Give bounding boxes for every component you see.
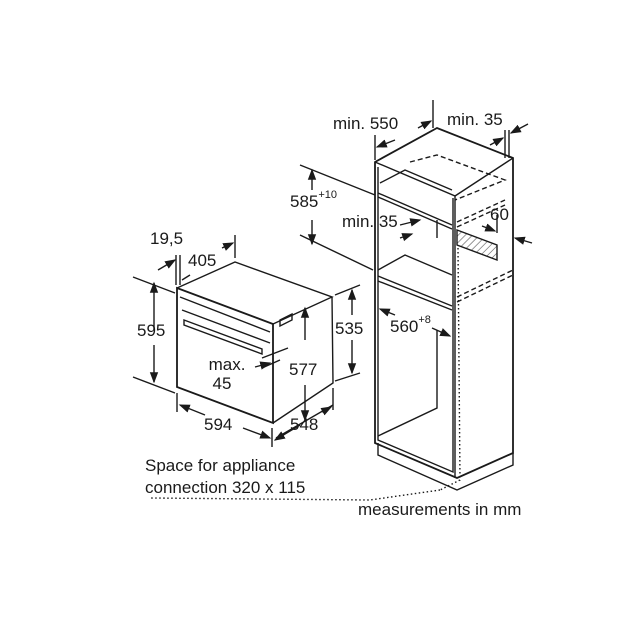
dim-side-depth: 548 — [290, 415, 319, 434]
niche-width-value: 560 — [390, 317, 419, 336]
niche-height-tolerance: +10 — [318, 189, 338, 201]
dim-min-gap: min. 35 — [342, 212, 398, 231]
dim-max-label: max. — [208, 355, 246, 374]
dim-niche-width: 560+8 — [390, 315, 431, 336]
niche-height-value: 585 — [290, 192, 319, 211]
dim-oven-height: 595 — [137, 321, 166, 340]
oven-dimension-lines — [132, 235, 361, 447]
dim-top-depth: 405 — [188, 251, 217, 270]
dim-side-height: 535 — [335, 319, 364, 338]
dim-min-depth: min. 550 — [333, 114, 399, 133]
connection-note-line1: Space for appliance — [145, 456, 296, 475]
niche-width-tolerance: +8 — [418, 314, 431, 326]
dim-inner-height: 577 — [289, 360, 318, 379]
dim-vent: 60 — [490, 205, 509, 224]
dim-min-rear-gap: min. 35 — [447, 110, 503, 129]
cabinet-dimension-lines — [299, 100, 533, 337]
dim-max-value: 45 — [212, 374, 232, 393]
dim-oven-width: 594 — [204, 415, 233, 434]
dim-niche-height: 585+10 — [290, 190, 337, 211]
cabinet-drawing — [149, 127, 514, 501]
dim-front-panel-depth: 19,5 — [150, 229, 184, 248]
units-note: measurements in mm — [358, 500, 522, 519]
oven-drawing — [176, 261, 334, 425]
connection-note-line2: connection 320 x 115 — [145, 478, 306, 497]
